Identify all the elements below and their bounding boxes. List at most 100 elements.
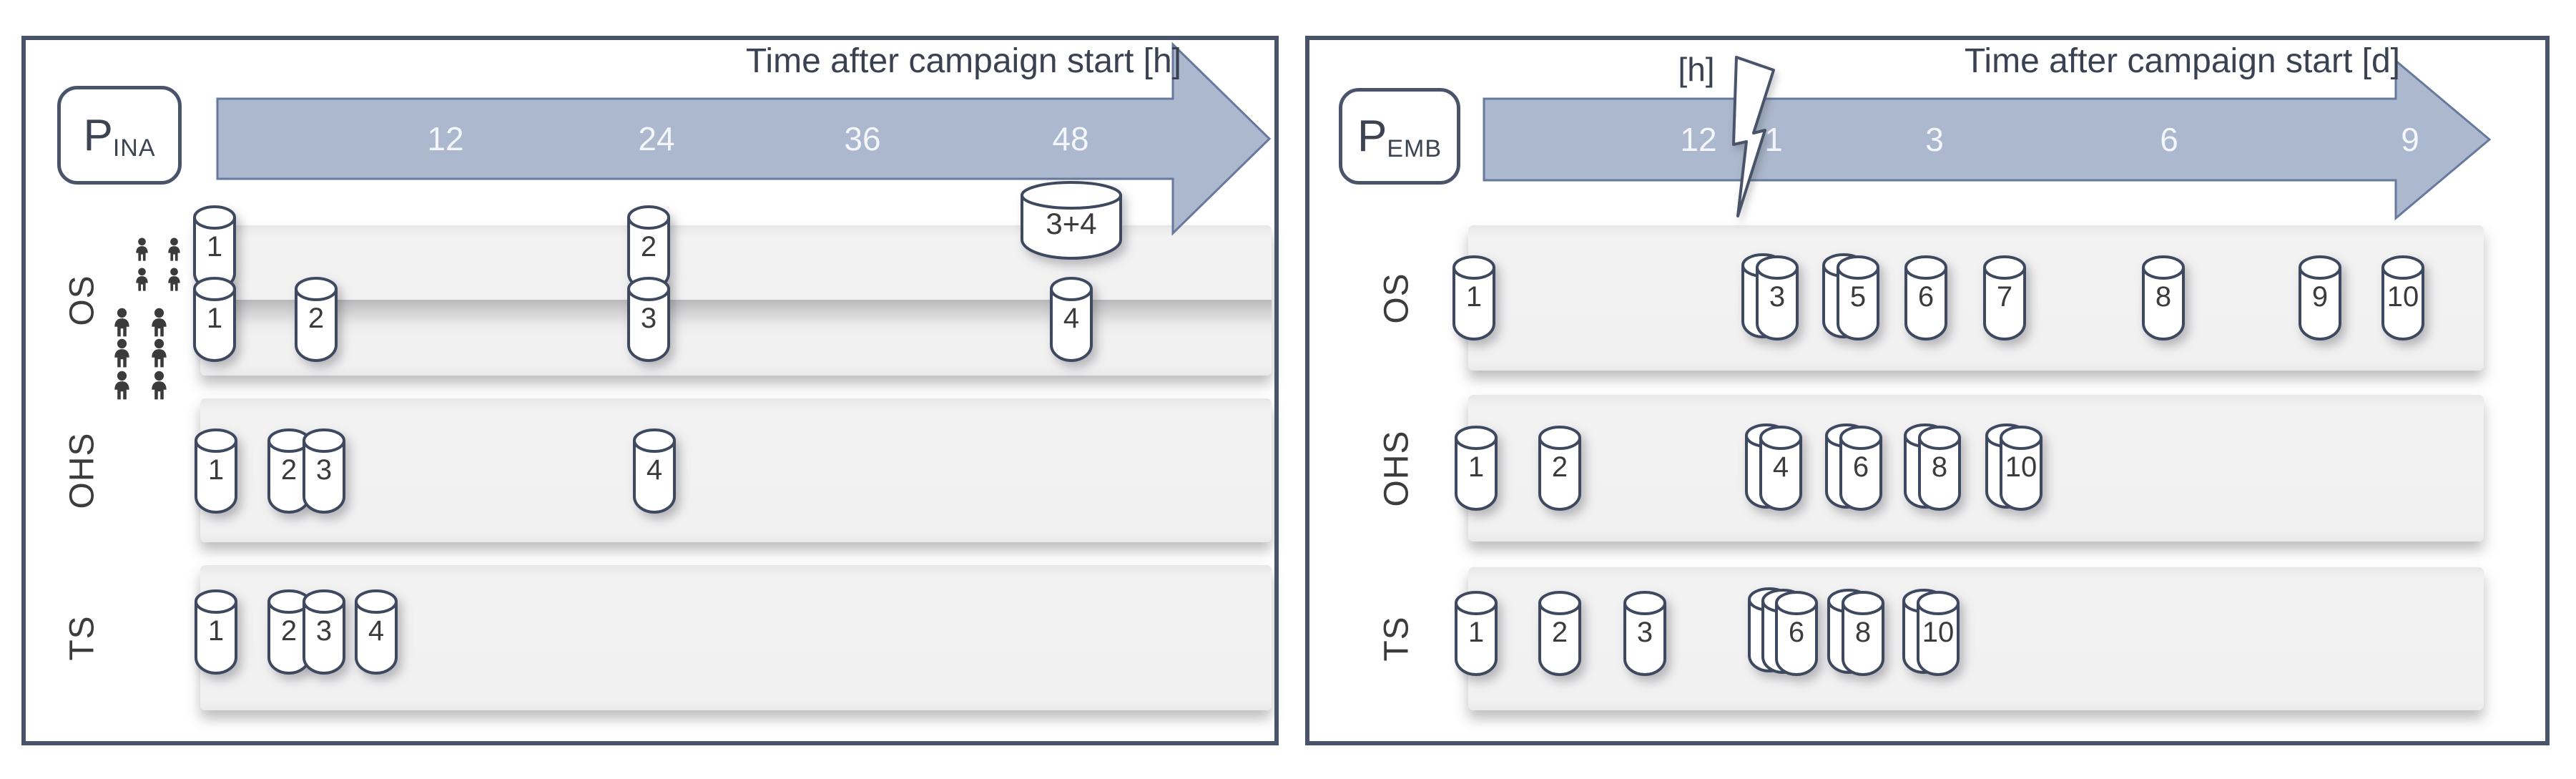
cylinder-os-3-4: 3+4 (1019, 180, 1124, 265)
cylinder-ts-1: 1 (1453, 590, 1500, 680)
row-label-ts: TS (1377, 616, 1416, 662)
badge-subscript-text: INA (112, 134, 156, 162)
svg-text:1: 1 (208, 615, 224, 647)
svg-text:2: 2 (641, 231, 657, 263)
svg-text:1: 1 (1466, 281, 1482, 313)
cylinder-os-7: 7 (1982, 255, 2029, 344)
svg-text:3: 3 (641, 303, 657, 334)
cylinder-os-5: 5 (1821, 253, 1882, 344)
badge-main-text: P (83, 110, 113, 160)
svg-text:8: 8 (1855, 617, 1871, 648)
svg-text:2: 2 (308, 303, 324, 334)
cylinder-ohs-1: 1 (1453, 425, 1500, 514)
svg-text:4: 4 (1773, 451, 1789, 483)
person-icon (147, 338, 171, 371)
svg-text:2: 2 (1552, 451, 1568, 483)
person-icon (147, 308, 171, 340)
svg-text:1: 1 (1468, 451, 1484, 483)
svg-text:10: 10 (2005, 451, 2037, 483)
svg-text:9: 9 (2312, 281, 2328, 313)
cylinder-os-2: 2 (626, 205, 673, 294)
axis-tick-label: 12 (1680, 121, 1717, 158)
svg-text:1: 1 (1468, 617, 1484, 648)
axis-tick-label: 3 (1925, 121, 1944, 158)
cylinder-ts-10: 10 (1901, 588, 1962, 680)
svg-text:1: 1 (207, 303, 222, 334)
cylinder-ts-2: 2 (1537, 590, 1584, 680)
row-band-ohs (200, 398, 1272, 542)
svg-text:1: 1 (207, 231, 222, 263)
cylinder-os-1: 1 (1451, 255, 1498, 344)
svg-text:4: 4 (647, 454, 662, 486)
cylinder-ts-6: 6 (1746, 587, 1821, 680)
svg-text:6: 6 (1918, 281, 1934, 313)
axis-tick-label: 48 (1052, 120, 1089, 157)
person-icon (110, 371, 134, 403)
cylinder-os-8: 8 (2140, 255, 2188, 344)
row-label-os: OS (1377, 272, 1416, 324)
svg-text:7: 7 (1997, 281, 2012, 313)
svg-text:10: 10 (2387, 281, 2419, 313)
cylinder-ts-3: 3 (301, 589, 348, 678)
row-label-ts: TS (63, 614, 102, 661)
lightning-break-icon (1716, 54, 1795, 222)
svg-text:6: 6 (1789, 617, 1804, 648)
person-icon (164, 268, 184, 295)
cylinder-ohs-4: 4 (1744, 423, 1805, 514)
svg-text:1: 1 (208, 454, 224, 486)
cylinder-os-10: 10 (2380, 255, 2427, 344)
cylinder-os-9: 9 (2297, 255, 2344, 344)
svg-text:4: 4 (368, 615, 384, 647)
badge-subscript-text: EMB (1387, 135, 1442, 162)
svg-text:3+4: 3+4 (1046, 207, 1096, 240)
person-icon (110, 338, 134, 371)
badge-main-text: P (1357, 112, 1387, 161)
cylinder-ohs-6: 6 (1824, 423, 1885, 514)
svg-text:3: 3 (1769, 281, 1785, 313)
row-label-os: OS (63, 275, 102, 326)
cylinder-os-3: 3 (1740, 253, 1801, 344)
row-band-ohs (1468, 395, 2484, 542)
cylinder-ohs-2: 2 (1537, 425, 1584, 514)
svg-text:2: 2 (281, 615, 297, 647)
cylinder-ts-4: 4 (353, 589, 400, 678)
cylinder-ohs-8: 8 (1902, 423, 1964, 514)
cylinder-ts-1: 1 (193, 589, 240, 678)
person-icon (164, 237, 184, 265)
person-icon (132, 268, 152, 295)
svg-text:6: 6 (1853, 451, 1869, 483)
cylinder-os-4: 4 (1048, 276, 1096, 366)
cylinder-os-2: 2 (293, 276, 340, 366)
timeline-arrow (216, 41, 1272, 236)
axis-tick-label: 24 (638, 120, 675, 157)
cylinder-ohs-2: 2 (266, 428, 313, 517)
row-band-ts (1468, 567, 2484, 710)
axis-tick-label: 12 (427, 120, 464, 157)
axis-title: Time after campaign start [d] (1964, 42, 2400, 80)
svg-text:8: 8 (1932, 451, 1947, 483)
cylinder-ts-8: 8 (1826, 588, 1887, 680)
svg-text:8: 8 (2155, 281, 2171, 313)
cylinder-os-1: 1 (192, 276, 239, 366)
svg-text:2: 2 (281, 454, 297, 486)
svg-text:2: 2 (1552, 617, 1568, 648)
axis-unit-label: [h] (1678, 51, 1715, 88)
svg-text:10: 10 (1922, 617, 1955, 648)
axis-tick-label: 9 (2401, 121, 2419, 158)
svg-text:4: 4 (1063, 303, 1079, 334)
axis-title: Time after campaign start [h] (745, 42, 1181, 80)
axis-tick-label: 1 (1764, 121, 1783, 158)
cylinder-ohs-3: 3 (301, 428, 348, 517)
cylinder-ohs-10: 10 (1984, 423, 2045, 514)
cylinder-ohs-1: 1 (193, 428, 240, 517)
cylinder-os-6: 6 (1903, 255, 1950, 344)
cylinder-os-3: 3 (626, 276, 673, 366)
row-label-ohs: OHS (1377, 429, 1416, 507)
svg-text:3: 3 (1637, 617, 1653, 648)
svg-text:3: 3 (316, 615, 332, 647)
person-icon (110, 308, 134, 340)
person-icon (147, 371, 171, 403)
